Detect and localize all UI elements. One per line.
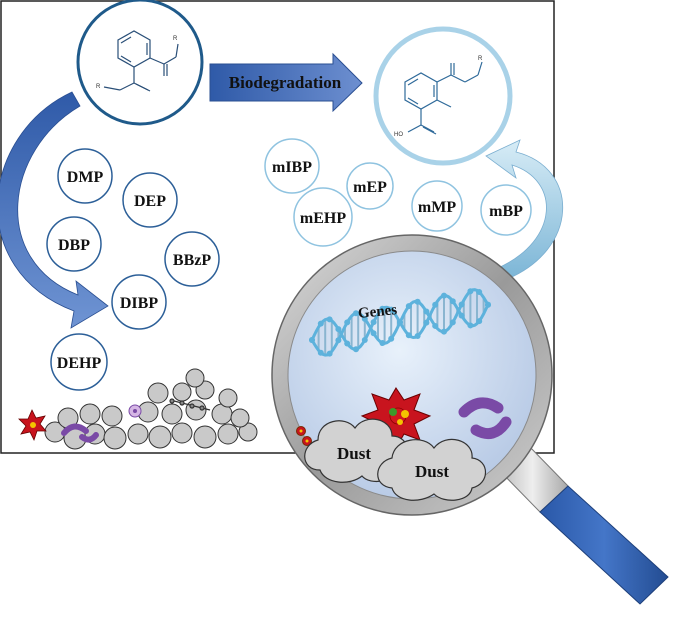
dna-bead — [423, 319, 430, 326]
monoester-bubble-mbp: mBP — [480, 184, 532, 236]
bacteria-icon — [61, 423, 99, 443]
phthalate-monoester-molecule: R HO — [373, 26, 513, 166]
dna-bead — [405, 303, 412, 310]
biodegradation-label: Biodegradation — [229, 73, 342, 92]
dna-bead — [441, 292, 447, 299]
diester-label: DEP — [134, 193, 166, 210]
dna-bead — [361, 337, 368, 344]
dna-bead — [361, 315, 368, 322]
diester-bubble-dep: DEP — [122, 172, 178, 228]
dna-bead — [458, 312, 465, 319]
dna-bead — [344, 319, 351, 326]
r-group-label-3: R — [478, 56, 483, 62]
right-curved-arrow — [485, 139, 564, 281]
dna-bead — [476, 318, 483, 325]
dna-bead — [309, 337, 315, 343]
fiber-icon — [169, 398, 211, 411]
dna-bead — [344, 340, 351, 347]
dna-bead — [397, 319, 403, 326]
microbe-icon — [18, 409, 47, 442]
r-group-label-1: R — [173, 36, 178, 42]
diester-bubble-dehp: DEHP — [50, 333, 108, 391]
dna-bead — [317, 349, 324, 356]
dna-bead — [476, 288, 483, 295]
hydroxyl-label: HO — [394, 132, 403, 138]
dna-bead — [379, 340, 386, 347]
diester-bubble-dmp: DMP — [57, 148, 113, 204]
dna-bead — [441, 328, 447, 335]
genes-label: Genes — [357, 302, 398, 322]
diester-label: DIBP — [120, 295, 158, 312]
dust-label: Dust — [415, 462, 449, 481]
diester-bubble-dbp: DBP — [46, 216, 102, 272]
dna-bead — [458, 301, 465, 308]
dust-cloud-2: Dust — [377, 438, 487, 501]
dna-bead — [432, 301, 439, 308]
dna-bead — [388, 306, 395, 313]
dna-bead — [414, 298, 421, 305]
left-curved-arrow — [0, 91, 109, 329]
dna-bead — [370, 319, 377, 326]
monoester-label: mMP — [418, 199, 456, 216]
diester-bubble-bbzp: BBzP — [164, 231, 220, 287]
r-group-label-2: R — [96, 84, 101, 90]
dna-bead — [485, 301, 491, 308]
dna-bead — [405, 332, 412, 339]
dna-bead — [335, 326, 342, 333]
monoester-label: mEP — [353, 179, 387, 196]
monoester-label: mIBP — [272, 159, 312, 176]
phthalate-diester-molecule: R R — [76, 0, 204, 126]
monoester-bubble-mehp: mEHP — [293, 187, 353, 247]
dna-bead — [423, 308, 430, 315]
dna-bead — [353, 310, 359, 317]
dna-bead — [467, 322, 474, 329]
dna-bead — [326, 316, 333, 323]
monoester-bubble-mibp: mIBP — [264, 138, 320, 194]
virus-icon — [128, 404, 142, 418]
dna-bead — [432, 322, 439, 329]
dna-bead — [335, 337, 342, 344]
dna-bead — [449, 298, 456, 305]
dna-helix-icon — [309, 288, 491, 357]
diester-label: BBzP — [173, 252, 211, 269]
diester-label: DEHP — [57, 355, 102, 372]
monoester-bubble-mep: mEP — [346, 162, 394, 210]
dna-bead — [353, 346, 359, 353]
dna-bead — [370, 330, 377, 337]
bacteria-icon-large — [458, 397, 512, 440]
magnifier-handle — [496, 441, 669, 605]
biodegradation-arrow: Biodegradation — [209, 52, 363, 113]
dust-label: Dust — [337, 444, 371, 463]
dna-bead — [317, 320, 324, 327]
diester-label: DMP — [67, 169, 104, 186]
diester-bubble-dibp: DIBP — [111, 274, 167, 330]
dna-bead — [326, 350, 333, 357]
monoester-label: mBP — [489, 203, 523, 220]
dna-bead — [449, 319, 456, 326]
monoester-label: mEHP — [300, 210, 346, 227]
dna-bead — [388, 335, 395, 342]
dna-bead — [467, 288, 474, 295]
dna-bead — [414, 332, 421, 339]
diester-label: DBP — [58, 237, 90, 254]
dna-bead — [379, 305, 386, 312]
monoester-bubble-mmp: mMP — [411, 180, 463, 232]
